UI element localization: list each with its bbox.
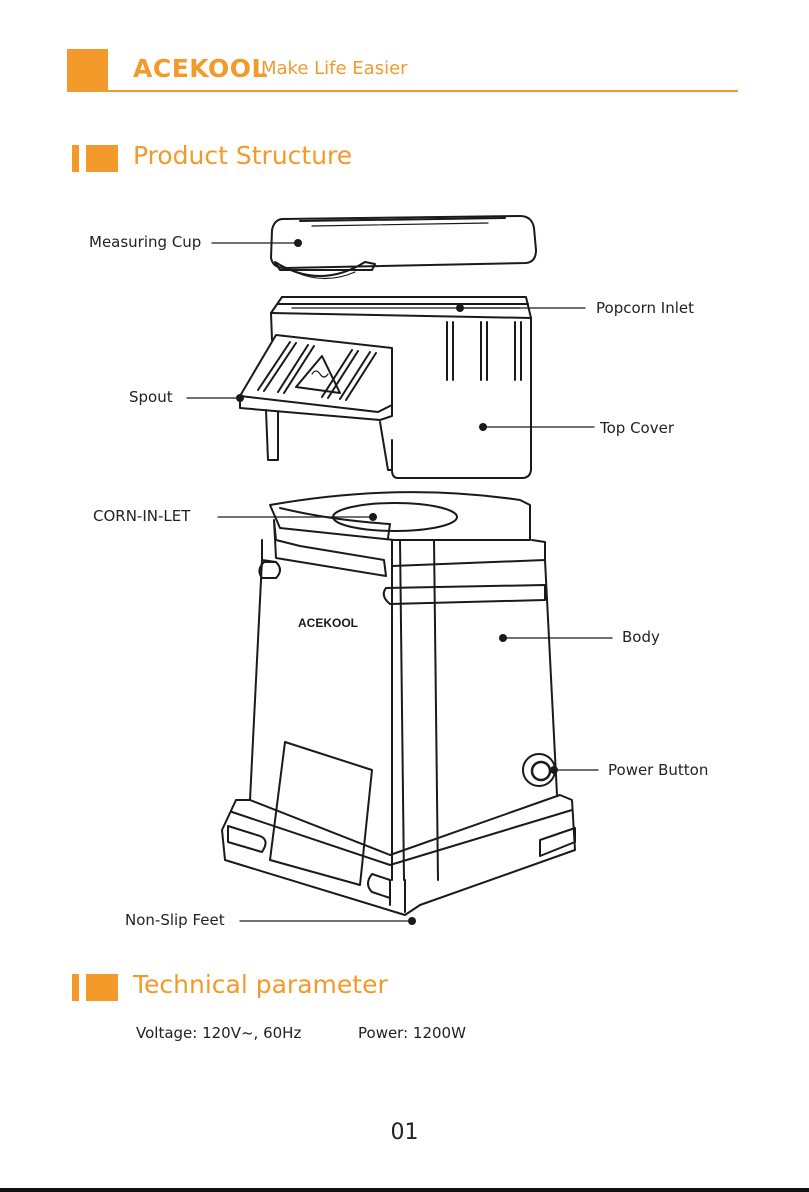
label-spout: Spout — [129, 388, 173, 406]
label-top-cover: Top Cover — [600, 419, 674, 437]
label-measuring-cup: Measuring Cup — [89, 233, 201, 251]
label-power-button: Power Button — [608, 761, 708, 779]
tech-voltage: Voltage: 120V~, 60Hz — [136, 1024, 301, 1042]
section-marker-small-2 — [72, 974, 79, 1001]
leader-dots — [236, 239, 558, 925]
label-corn-inlet: CORN-IN-LET — [93, 507, 190, 525]
page-number: 01 — [0, 1120, 809, 1145]
label-popcorn-inlet: Popcorn Inlet — [596, 299, 694, 317]
section-marker-large-2 — [86, 974, 118, 1001]
label-non-slip-feet: Non-Slip Feet — [125, 911, 225, 929]
measuring-cup-drawing — [271, 216, 536, 279]
tech-power: Power: 1200W — [358, 1024, 466, 1042]
section-title-technical: Technical parameter — [133, 970, 388, 999]
body-drawing — [222, 492, 575, 915]
top-cover-drawing — [240, 297, 531, 478]
body-logo: ACEKOOL — [298, 616, 358, 630]
label-body: Body — [622, 628, 660, 646]
bottom-rule — [0, 1188, 809, 1192]
